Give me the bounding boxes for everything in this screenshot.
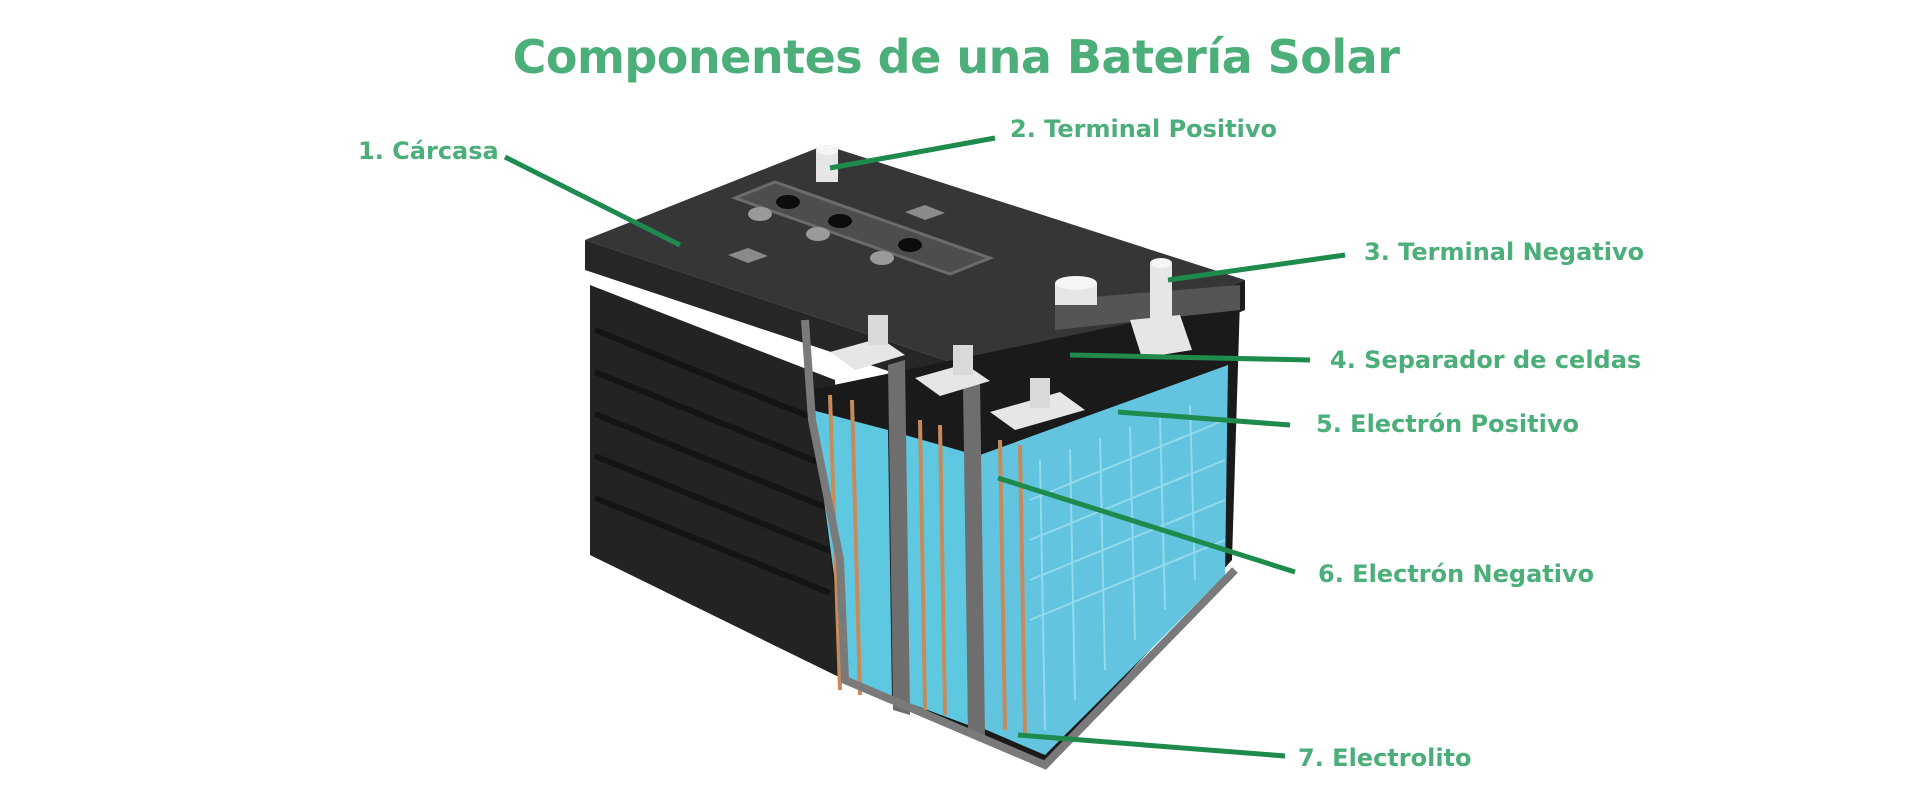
battery-case-left-side: [590, 285, 845, 680]
cell-separator-wall: [1055, 285, 1240, 330]
label-carcasa: 1. Cárcasa: [358, 137, 499, 165]
battery-plates: [828, 394, 1027, 736]
label-electron-positivo: 5. Electrón Positivo: [1316, 410, 1579, 438]
lid-marker: [905, 205, 945, 220]
vent-holes: [748, 195, 922, 265]
leader-lines: [503, 135, 1346, 759]
negative-terminal-post: [1130, 258, 1192, 358]
leader-line-terminal-positivo: [829, 135, 996, 171]
label-terminal-negativo: 3. Terminal Negativo: [1364, 238, 1645, 266]
electrolyte-cell-2: [905, 435, 968, 725]
electrolyte-cell-3: [980, 365, 1228, 755]
label-terminal-positivo: 2. Terminal Positivo: [1010, 115, 1277, 143]
leader-line-electron-positivo: [1117, 409, 1291, 428]
cell-grid: [1029, 404, 1226, 731]
case-cut-edge: [801, 319, 1238, 770]
cell-post: [953, 345, 973, 375]
cell-post: [1030, 378, 1050, 408]
leader-line-separador-celdas: [1069, 352, 1311, 363]
cell-separator: [963, 380, 985, 735]
cell-connector: [830, 338, 905, 370]
label-separador-celdas: 4. Separador de celdas: [1330, 346, 1642, 374]
label-electrolito: 7. Electrolito: [1298, 744, 1472, 772]
lid-marker: [728, 248, 768, 263]
leader-line-terminal-negativo: [1167, 252, 1346, 283]
leader-line-electron-negativo: [997, 475, 1296, 575]
positive-terminal-post: [816, 145, 838, 182]
inner-terminal-cap: [1055, 276, 1097, 305]
page-title: Componentes de una Batería Solar: [512, 30, 1400, 84]
label-electron-negativo: 6. Electrón Negativo: [1318, 560, 1595, 588]
cell-post: [868, 315, 888, 345]
battery-case-ribs: [593, 327, 832, 596]
leader-line-electrolito: [1017, 732, 1286, 759]
cell-separator: [888, 360, 910, 715]
cell-connector: [990, 392, 1085, 430]
leader-line-carcasa: [503, 154, 682, 248]
